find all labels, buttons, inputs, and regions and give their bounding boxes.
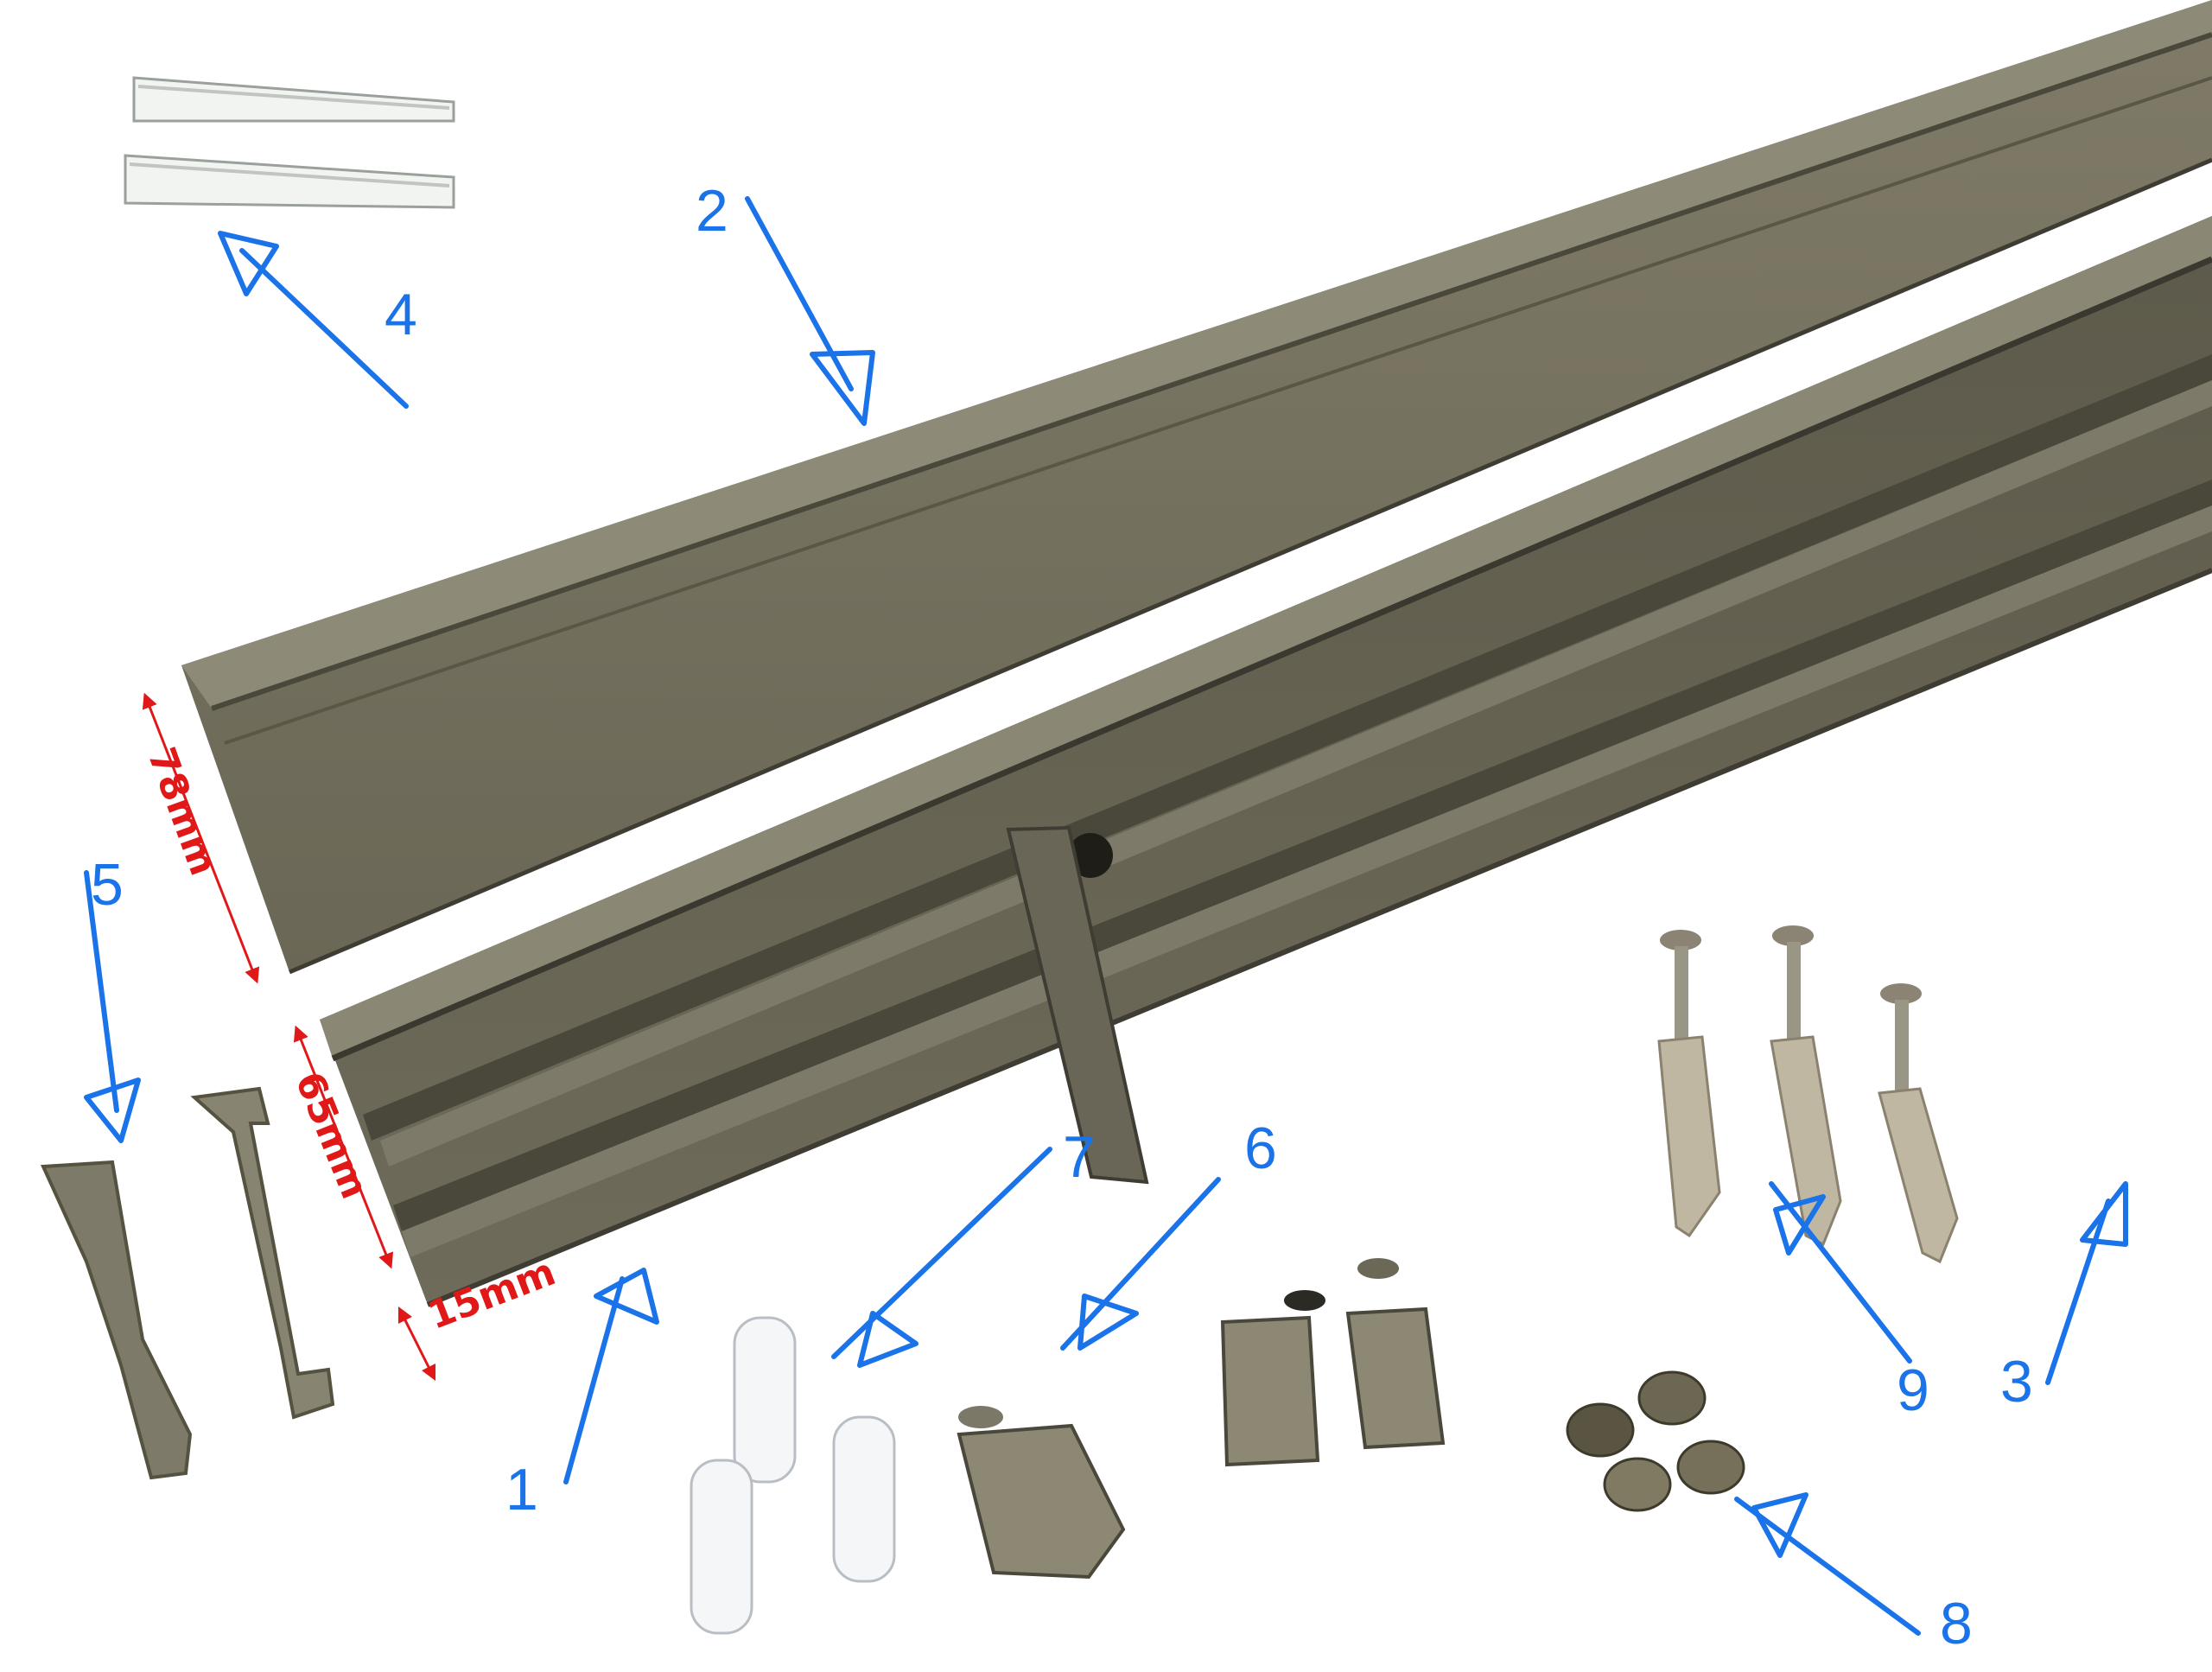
cover-rail (181, 0, 2212, 975)
callout-6: 6 (1244, 1116, 1277, 1181)
callout-arrows (84, 196, 2128, 1636)
connector-strips (124, 76, 455, 209)
callout-3: 3 (2000, 1349, 2033, 1415)
callout-5: 5 (91, 852, 124, 918)
callout-8: 8 (1940, 1591, 1973, 1656)
callout-4: 4 (385, 282, 417, 347)
dimension-arrows (142, 692, 436, 1382)
screw-and-plug-set (1657, 925, 1959, 1264)
callout-9: 9 (1897, 1357, 1929, 1423)
end-caps (40, 1086, 335, 1480)
joining-plate (1006, 825, 1149, 1185)
screw-caps (1566, 1370, 1745, 1512)
curtain-clips (957, 1258, 1446, 1580)
main-rail (320, 216, 2212, 1307)
mounting-hole (1068, 833, 1113, 878)
callout-2: 2 (696, 178, 728, 244)
callout-7: 7 (1063, 1124, 1096, 1190)
curtain-runners (690, 1316, 896, 1635)
callout-1: 1 (505, 1457, 538, 1523)
